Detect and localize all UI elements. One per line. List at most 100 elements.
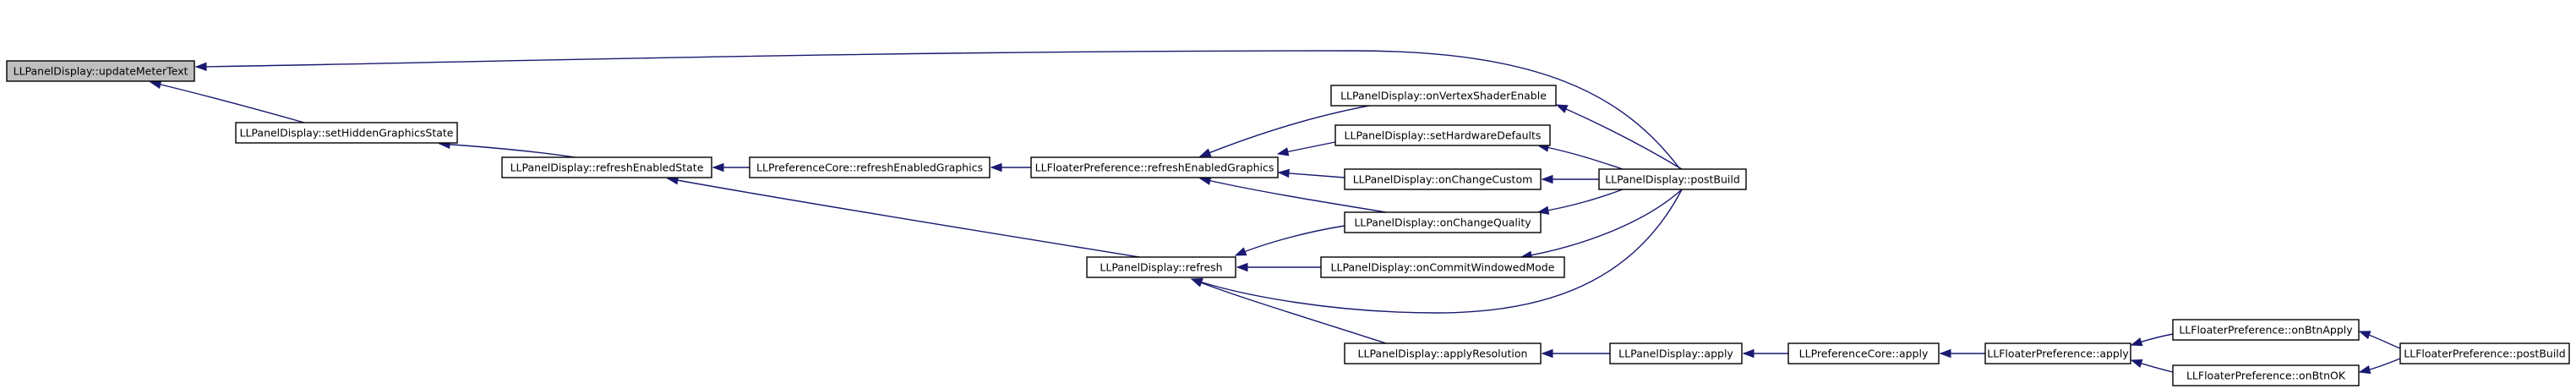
node-label: LLFloaterPreference::refreshEnabledGraph… (1035, 162, 1274, 174)
node-label: LLPanelDisplay::postBuild (1605, 173, 1740, 186)
node-setHiddenGraphicsState[interactable]: LLPanelDisplay::setHiddenGraphicsState (235, 122, 458, 144)
node-box (1030, 156, 1279, 178)
node-refreshEnabledState[interactable]: LLPanelDisplay::refreshEnabledState (501, 156, 712, 178)
node-label: LLPanelDisplay::onChangeQuality (1354, 216, 1531, 229)
edge-postBuild-to-setHardwareDefaults (1536, 143, 1624, 170)
node-label: LLPanelDisplay::refreshEnabledState (510, 162, 704, 174)
edge-setHardwareDefaults-to-floaterRefresh (1276, 141, 1336, 156)
node-floaterApply[interactable]: LLFloaterPreference::apply (1984, 342, 2131, 364)
edge-line (1520, 189, 1683, 258)
edge-line (1278, 172, 1345, 178)
node-floaterPostBuild[interactable]: LLFloaterPreference::postBuild (2399, 342, 2570, 364)
edge-postBuild-to-onCommitWindowedMode (1520, 189, 1683, 260)
node-label: LLFloaterPreference::postBuild (2404, 348, 2565, 360)
edge-arrowhead (149, 79, 162, 90)
edge-arrowhead (2130, 337, 2143, 347)
edge-arrowhead (1555, 104, 1569, 113)
node-onCommitWindowedMode[interactable]: LLPanelDisplay::onCommitWindowedMode (1320, 256, 1565, 278)
edge-line (667, 178, 1140, 258)
edge-floaterRefresh-to-prefCoreRefresh (990, 162, 1031, 173)
node-box (6, 60, 195, 82)
node-box (2399, 342, 2570, 364)
edge-arrowhead (1198, 148, 1212, 157)
edge-prefCoreRefresh-to-refreshEnabledState (712, 162, 750, 173)
node-box (1344, 168, 1542, 190)
edge-postBuild-to-refresh (1190, 189, 1683, 314)
node-box (1344, 342, 1542, 364)
node-label: LLFloaterPreference::onBtnOK (2186, 370, 2346, 382)
edge-arrowhead (1190, 278, 1203, 288)
edge-arrowhead (1541, 348, 1553, 359)
node-label: LLPanelDisplay::setHardwareDefaults (1345, 129, 1542, 142)
node-box (1598, 168, 1747, 190)
edge-onBtnApply-to-floaterApply (2130, 333, 2174, 347)
node-onVertexShaderEnable[interactable]: LLPanelDisplay::onVertexShaderEnable (1330, 85, 1557, 107)
node-onBtnOK[interactable]: LLFloaterPreference::onBtnOK (2172, 364, 2360, 386)
edge-line (1537, 189, 1624, 213)
edge-arrowhead (1276, 147, 1290, 156)
node-apply[interactable]: LLPanelDisplay::apply (1609, 342, 1743, 364)
node-label: LLPanelDisplay::onCommitWindowedMode (1331, 261, 1555, 274)
edge-onBtnOK-to-floaterApply (2130, 359, 2174, 373)
node-label: LLPanelDisplay::onChangeCustom (1353, 173, 1533, 186)
edge-onChangeQuality-to-floaterRefresh (1198, 176, 1387, 213)
edge-arrowhead (1234, 247, 1247, 256)
node-floaterRefresh[interactable]: LLFloaterPreference::refreshEnabledGraph… (1030, 156, 1279, 178)
edge-line (1199, 105, 1370, 157)
edge-arrowhead (1939, 348, 1951, 359)
edges-layer (149, 50, 2401, 375)
edge-applyResolution-to-refresh (1190, 278, 1387, 344)
node-box (1984, 342, 2131, 364)
edge-line (1556, 104, 1683, 170)
edge-line (1191, 278, 1387, 344)
edge-prefCoreApply-to-apply (1742, 348, 1788, 359)
edge-postBuild-to-onChangeCustom (1541, 174, 1599, 184)
node-label: LLPanelDisplay::apply (1618, 348, 1733, 360)
edge-onChangeQuality-to-refresh (1234, 225, 1345, 256)
node-prefCoreApply[interactable]: LLPreferenceCore::apply (1787, 342, 1940, 364)
node-postBuild[interactable]: LLPanelDisplay::postBuild (1598, 168, 1747, 190)
edge-arrowhead (990, 162, 1002, 173)
nodes-layer: LLPanelDisplay::updateMeterTextLLPanelDi… (6, 60, 2570, 386)
edge-arrowhead (1236, 262, 1248, 272)
edge-line (150, 81, 305, 123)
node-box (2172, 319, 2360, 341)
edge-postBuild-to-onVertexShaderEnable (1555, 104, 1683, 170)
edge-arrowhead (2358, 364, 2371, 375)
edge-onCommitWindowedMode-to-refresh (1236, 262, 1321, 272)
node-updateMeterText[interactable]: LLPanelDisplay::updateMeterText (6, 60, 195, 82)
node-box (1334, 124, 1551, 146)
node-label: LLPreferenceCore::apply (1799, 348, 1929, 360)
node-prefCoreRefresh[interactable]: LLPreferenceCore::refreshEnabledGraphics (749, 156, 991, 178)
node-box (1320, 256, 1565, 278)
edge-floaterPostBuild-to-onBtnOK (2358, 358, 2401, 375)
edge-arrowhead (1742, 348, 1755, 359)
edge-arrowhead (1541, 174, 1553, 184)
node-onChangeCustom[interactable]: LLPanelDisplay::onChangeCustom (1344, 168, 1542, 190)
edge-setHiddenGraphicsState-to-updateMeterText (149, 79, 305, 123)
node-onBtnApply[interactable]: LLFloaterPreference::onBtnApply (2172, 319, 2360, 341)
node-box (1086, 256, 1236, 278)
node-applyResolution[interactable]: LLPanelDisplay::applyResolution (1344, 342, 1542, 364)
node-box (2172, 364, 2360, 386)
node-label: LLPanelDisplay::applyResolution (1358, 348, 1528, 360)
edge-line (439, 143, 576, 158)
node-box (1330, 85, 1557, 107)
node-box (235, 122, 458, 144)
edge-refreshEnabledState-to-setHiddenGraphicsState (438, 140, 576, 158)
node-box (1609, 342, 1743, 364)
edge-postBuild-to-onChangeQuality (1536, 189, 1624, 215)
edge-floaterPostBuild-to-onBtnApply (2358, 331, 2401, 349)
node-label: LLPanelDisplay::setHiddenGraphicsState (240, 127, 454, 140)
node-box (1787, 342, 1940, 364)
node-label: LLFloaterPreference::apply (1987, 348, 2129, 360)
node-refresh[interactable]: LLPanelDisplay::refresh (1086, 256, 1236, 278)
edge-line (1537, 145, 1624, 170)
edge-arrowhead (712, 162, 724, 173)
edge-onVertexShaderEnable-to-floaterRefresh (1198, 105, 1370, 157)
node-setHardwareDefaults[interactable]: LLPanelDisplay::setHardwareDefaults (1334, 124, 1551, 146)
node-box (749, 156, 991, 178)
edge-arrowhead (194, 62, 207, 72)
node-onChangeQuality[interactable]: LLPanelDisplay::onChangeQuality (1344, 211, 1542, 233)
edge-arrowhead (2358, 331, 2371, 340)
